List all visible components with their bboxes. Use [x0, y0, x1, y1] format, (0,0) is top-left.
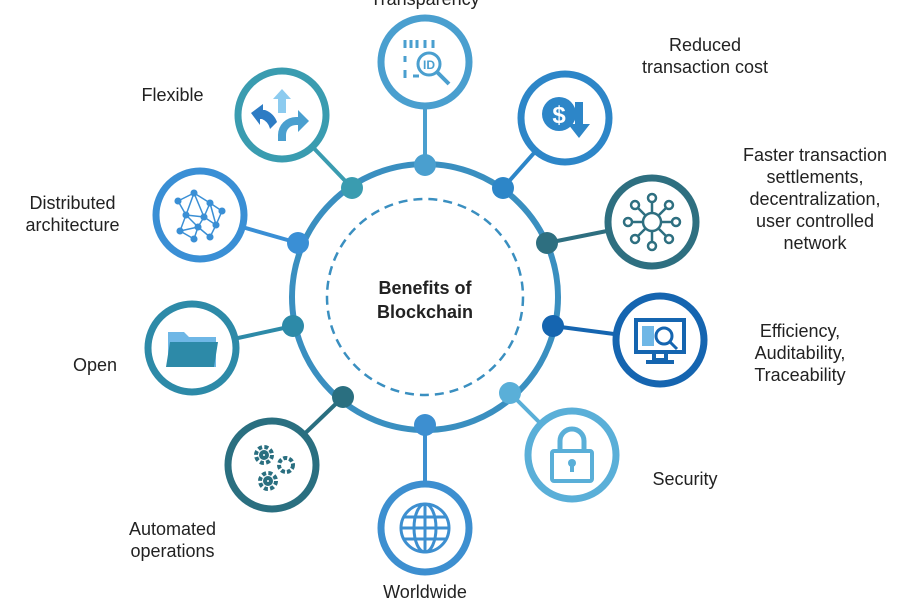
label-line: Automated [128, 519, 217, 539]
label-open: Open [72, 355, 118, 375]
monitor-search-icon [634, 318, 686, 364]
label-line: settlements, [766, 167, 864, 187]
benefit-node: ID [377, 14, 473, 110]
label-line: Faster transaction [742, 145, 888, 165]
icon-circle [524, 407, 620, 503]
benefit-node [524, 407, 620, 503]
icon-circle [612, 292, 708, 388]
ring-node-dot [536, 232, 558, 254]
benefit-node: $ [517, 70, 613, 166]
label-line: Distributed [29, 193, 116, 213]
globe-icon [399, 502, 451, 554]
center-title-line: Blockchain [376, 302, 474, 322]
dollar-down-icon: $ [542, 97, 590, 138]
label-line: decentralization, [749, 189, 881, 209]
svg-text:ID: ID [423, 58, 435, 72]
label-line: transaction cost [641, 57, 769, 77]
split-arrows-icon [251, 89, 309, 141]
benefit-node [612, 292, 708, 388]
benefit-node [377, 480, 473, 576]
ring-node-dot [341, 177, 363, 199]
center-title-line: Benefits of [378, 278, 472, 298]
ring-node-dot [287, 232, 309, 254]
label-line: user controlled [755, 211, 875, 231]
ring-node-dot [492, 177, 514, 199]
label-worldwide: Worldwide [383, 582, 467, 602]
benefit-node [234, 67, 330, 163]
benefit-node [604, 174, 700, 270]
label-line: network [783, 233, 847, 253]
benefit-node [144, 300, 240, 396]
label-transparency: Transparency [365, 0, 485, 10]
label-line: Reduced [668, 35, 742, 55]
label-flexible: Flexible [141, 85, 204, 105]
label-line: Traceability [754, 365, 846, 385]
padlock-icon [550, 426, 594, 483]
label-line: architecture [25, 215, 120, 235]
ring-node-dot [499, 382, 521, 404]
folder-icon [166, 332, 218, 367]
network-hub-icon [622, 192, 682, 252]
ring-node-dot [414, 154, 436, 176]
label-line: Auditability, [754, 343, 846, 363]
benefit-node [152, 167, 248, 263]
svg-text:$: $ [552, 102, 566, 129]
benefit-node [224, 417, 320, 513]
ring-node-dot [542, 315, 564, 337]
label-security: Security [652, 469, 718, 489]
gears-icon [254, 445, 295, 491]
icon-circle [224, 417, 320, 513]
icon-circle [234, 67, 330, 163]
label-line: Efficiency, [759, 321, 841, 341]
label-efficiency: Efficiency,Auditability,Traceability [730, 320, 870, 386]
inner-dashed-ring [325, 197, 525, 397]
ring-node-dot [332, 386, 354, 408]
mesh-network-icon [174, 189, 226, 243]
icon-circle [604, 174, 700, 270]
label-line: operations [130, 541, 215, 561]
ring-node-dot [414, 414, 436, 436]
center-title: Benefits of Blockchain [325, 276, 525, 324]
icon-circle [152, 167, 248, 263]
id-search-icon: ID [403, 40, 451, 86]
ring-node-dot [282, 315, 304, 337]
